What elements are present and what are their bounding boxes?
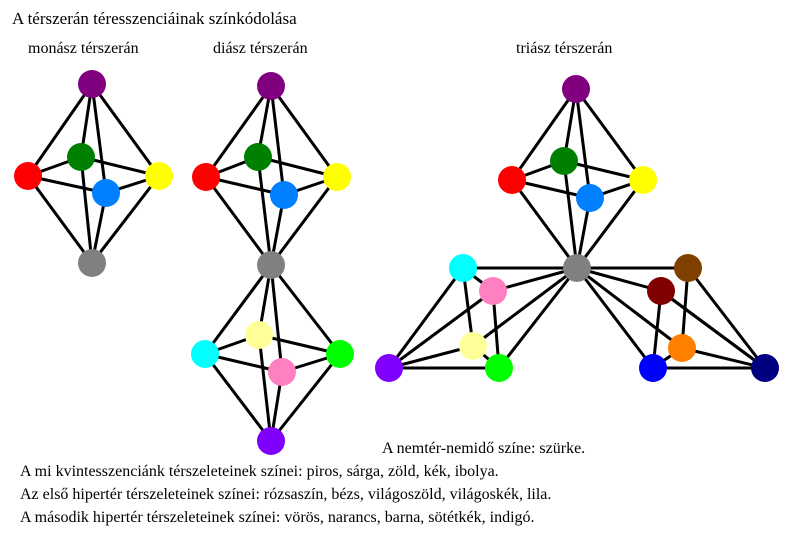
monas-edge-top-blue	[90, 83, 108, 194]
dias-edge-gray-green	[256, 156, 273, 266]
label-monas: monász térszerán	[28, 40, 139, 57]
trias-node-green	[550, 147, 578, 175]
dias-edge-gray-lightgreen	[269, 264, 342, 355]
note-line-3: A második hipertér térszeleteinek színei…	[20, 509, 535, 526]
trias-edge-navy-orange	[681, 346, 766, 370]
trias-edge-gray-lightgreen	[497, 267, 579, 369]
dias-node-pink	[268, 358, 296, 386]
monas-edge-top-yellow	[90, 83, 161, 177]
monas-node-top	[78, 70, 106, 98]
trias-node-beige	[459, 332, 487, 360]
trias-node-brown	[674, 254, 702, 282]
graph-edges	[26, 83, 767, 442]
dias-edge-violet-beige	[257, 334, 273, 442]
trias-node-pink	[479, 277, 507, 305]
trias-edge-violet-pink	[388, 289, 494, 370]
trias-edge-gray-pink	[492, 266, 578, 293]
trias-node-gray	[563, 254, 591, 282]
monas-edge-gray-yellow	[90, 175, 161, 264]
trias-node-navy	[751, 354, 779, 382]
dias-edge-gray-red	[204, 176, 273, 266]
label-dias: diász térszerán	[213, 40, 308, 57]
dias-node-green	[244, 143, 272, 171]
dias-edge-violet-cyan	[203, 353, 273, 442]
trias-edge-maroon-navy	[660, 289, 766, 370]
monas-edge-gray-red	[26, 175, 94, 264]
trias-node-cyan	[449, 254, 477, 282]
note-line-2: Az első hipertér térszeleteinek színei: …	[20, 486, 552, 503]
dias-node-red	[192, 163, 220, 191]
page-title: A térszerán téresszenciáinak színkódolás…	[12, 9, 297, 28]
monas-node-gray	[78, 249, 106, 277]
trias-edge-gray-red	[510, 179, 579, 269]
monas-node-yellow	[145, 162, 173, 190]
monas-node-red	[14, 162, 42, 190]
trias-edge-gray-orange	[576, 266, 683, 350]
trias-edge-gray-green	[562, 160, 579, 269]
trias-edge-gray-beige	[472, 266, 578, 348]
monas-edge-top-red	[26, 83, 94, 177]
trias-edge-top-blue	[574, 88, 592, 199]
trias-node-maroon	[647, 277, 675, 305]
trias-edge-gray-brightblue	[575, 267, 655, 369]
trias-edge-gray-maroon	[576, 266, 662, 293]
dias-node-gray	[257, 251, 285, 279]
trias-edge-violet-beige	[388, 344, 474, 370]
dias-node-beige	[245, 321, 273, 349]
trias-node-orange	[668, 334, 696, 362]
trias-node-red	[498, 166, 526, 194]
dias-edge-top-blue	[269, 85, 286, 196]
trias-edge-violet-cyan	[387, 267, 465, 369]
dias-node-top	[257, 72, 285, 100]
trias-edge-navy-brown	[686, 267, 767, 369]
dias-node-yellow	[323, 163, 351, 191]
trias-edge-top-yellow	[574, 88, 645, 181]
monas-node-blue	[92, 179, 120, 207]
dias-edge-gray-pink	[269, 264, 284, 373]
dias-edge-top-red	[204, 85, 273, 178]
dias-node-lightgreen	[326, 340, 354, 368]
monas-edge-gray-green	[79, 156, 94, 264]
trias-node-violet	[375, 354, 403, 382]
label-trias: triász térszerán	[516, 40, 613, 57]
graph-nodes	[14, 70, 779, 455]
note-line-1: A mi kvintesszenciánk térszeleteinek szí…	[20, 463, 499, 480]
trias-node-yellow	[629, 166, 657, 194]
trias-node-top	[562, 75, 590, 103]
trias-edge-gray-yellow	[575, 179, 645, 269]
dias-node-cyan	[191, 340, 219, 368]
dias-node-blue	[270, 181, 298, 209]
dias-edge-violet-lightgreen	[269, 353, 342, 442]
dias-edge-gray-yellow	[269, 176, 339, 266]
dias-node-violet	[257, 427, 285, 455]
dias-edge-gray-cyan	[203, 264, 273, 355]
trias-node-lightgreen	[485, 354, 513, 382]
dias-edge-top-yellow	[269, 85, 339, 178]
trias-node-brightblue	[639, 354, 667, 382]
monas-node-green	[67, 143, 95, 171]
trias-edge-top-red	[510, 88, 578, 181]
note-gray: A nemtér-nemidő színe: szürke.	[382, 440, 586, 457]
trias-node-blue	[576, 184, 604, 212]
